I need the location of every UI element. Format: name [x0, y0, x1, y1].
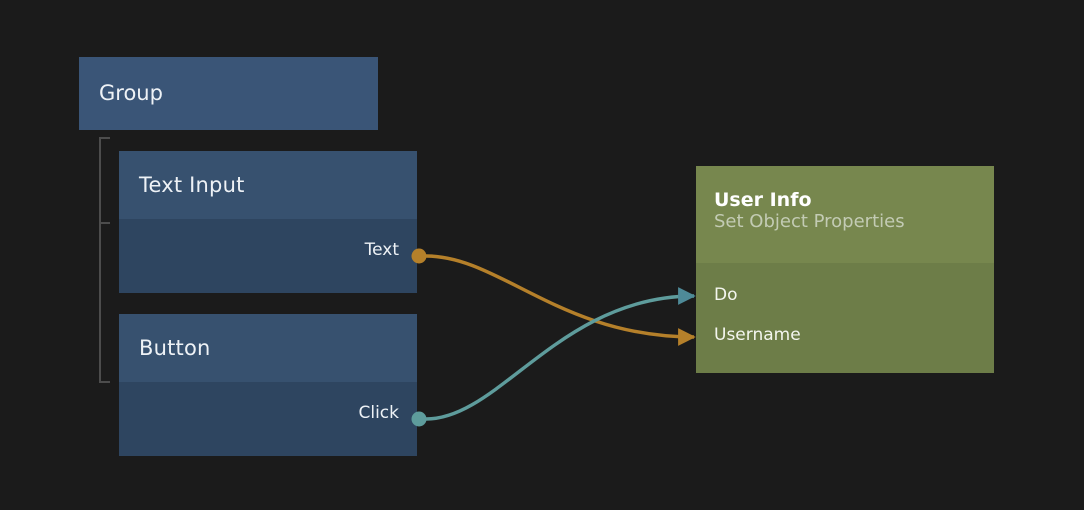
group-node-header[interactable]: Group [79, 57, 378, 130]
node-text-input-header[interactable]: Text Input [119, 151, 417, 219]
node-user-info-title: User Info [714, 189, 812, 211]
node-button-title: Button [139, 335, 211, 360]
node-user-info-body: Do Username [696, 263, 994, 373]
node-user-info-subtitle: Set Object Properties [714, 210, 905, 232]
connection-text-to-username[interactable] [425, 254, 696, 346]
node-user-info-header[interactable]: User Info Set Object Properties [696, 166, 994, 263]
connection-click-to-do[interactable] [425, 287, 696, 421]
input-port-do-label[interactable]: Do [714, 285, 738, 305]
node-button[interactable]: Button Click [119, 314, 417, 456]
node-text-input-body: Text [119, 219, 417, 293]
node-user-info[interactable]: User Info Set Object Properties Do Usern… [696, 166, 994, 373]
node-button-header[interactable]: Button [119, 314, 417, 382]
node-text-input-title: Text Input [139, 172, 245, 197]
node-text-input[interactable]: Text Input Text [119, 151, 417, 293]
input-port-username-label[interactable]: Username [714, 325, 801, 345]
group-node[interactable]: Group [79, 57, 378, 130]
output-port-click-label[interactable]: Click [358, 403, 399, 423]
node-button-body: Click [119, 382, 417, 456]
group-node-title: Group [99, 81, 163, 105]
output-port-text-label[interactable]: Text [364, 240, 399, 260]
